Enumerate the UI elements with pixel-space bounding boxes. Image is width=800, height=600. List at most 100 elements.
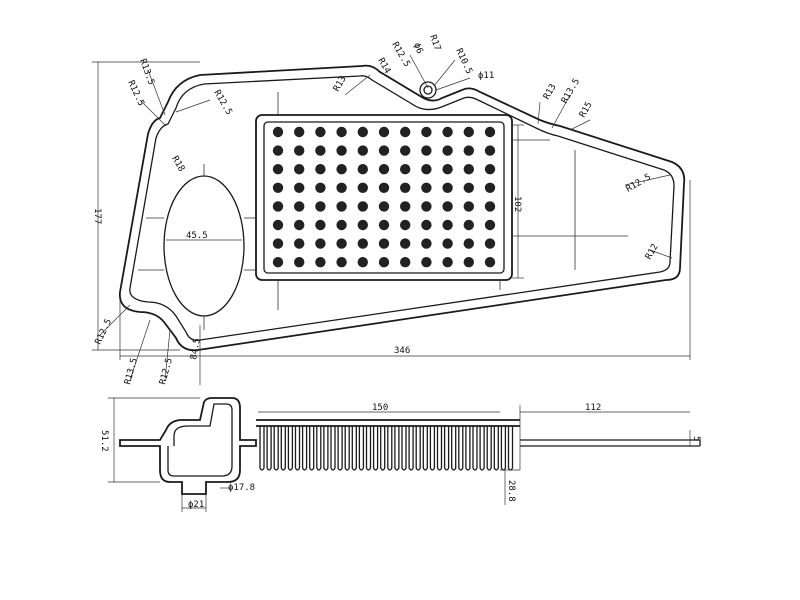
filter-hole <box>484 201 496 212</box>
filter-hole <box>378 201 390 212</box>
filter-hole <box>336 182 347 193</box>
filter-hole <box>272 219 284 231</box>
fin <box>301 426 308 471</box>
filter-hole <box>442 219 453 231</box>
radius-label: R12.5 <box>211 89 233 117</box>
fin <box>415 426 421 471</box>
fin <box>429 426 436 471</box>
filter-hole <box>378 219 390 231</box>
filter-hole <box>442 145 453 156</box>
fin <box>436 426 443 471</box>
dim-84-5: 84.5 <box>189 337 203 360</box>
radius-label: R12.5 <box>158 357 175 386</box>
filter-hole <box>336 145 347 156</box>
filter-hole <box>357 145 368 156</box>
dim-177: 177 <box>92 208 102 224</box>
dim-phi21: ϕ21 <box>188 500 204 510</box>
filter-hole <box>442 238 453 249</box>
fin <box>266 426 272 471</box>
fin <box>486 426 492 471</box>
fin <box>401 426 407 471</box>
filter-hole <box>378 126 390 138</box>
filter-hole <box>442 164 453 175</box>
filter-hole <box>294 182 305 193</box>
filter-hole <box>378 164 390 175</box>
filter-hole <box>294 257 305 268</box>
radius-label: R10.5 <box>453 47 474 76</box>
fin <box>472 426 478 471</box>
filter-hole <box>400 182 411 193</box>
filter-hole <box>421 182 432 193</box>
filter-hole <box>315 257 326 268</box>
filter-hole <box>272 126 284 138</box>
filter-hole <box>315 238 326 249</box>
filter-hole <box>442 257 453 268</box>
dim-28-8: 28.8 <box>506 480 516 502</box>
filter-hole <box>315 164 326 175</box>
fin <box>294 426 301 471</box>
filter-hole <box>272 201 284 212</box>
radius-label: R13.5 <box>560 77 582 105</box>
filter-hole <box>421 126 432 138</box>
fin <box>479 426 485 471</box>
filter-hole <box>463 126 474 138</box>
radius-label: R17 <box>427 34 442 53</box>
filter-hole <box>421 238 432 249</box>
fin <box>394 426 400 471</box>
radius-label: R18 <box>169 155 186 174</box>
filter-hole <box>484 257 496 268</box>
fin <box>422 426 428 471</box>
fin <box>309 426 315 471</box>
fin <box>443 426 450 471</box>
dim-102: 102 <box>512 196 522 212</box>
filter-hole <box>421 164 432 175</box>
filter-hole <box>421 219 432 231</box>
radius-label: R13.5 <box>123 357 140 386</box>
fin <box>451 426 457 471</box>
fin <box>493 426 499 471</box>
radius-label: R12.5 <box>94 317 115 346</box>
inner-outline <box>129 75 675 341</box>
filter-hole <box>357 219 368 231</box>
filter-hole <box>463 238 474 249</box>
filter-hole <box>272 164 284 175</box>
fin <box>380 426 386 471</box>
filter-hole <box>378 182 390 193</box>
filter-hole <box>315 182 326 193</box>
filter-hole <box>421 257 432 268</box>
filter-hole <box>336 201 347 212</box>
filter-hole <box>378 238 390 249</box>
filter-hole <box>294 201 305 212</box>
filter-hole <box>357 238 368 249</box>
filter-hole <box>378 145 390 156</box>
filter-hole <box>463 257 474 268</box>
dim-112: 112 <box>585 403 601 413</box>
filter-hole <box>294 219 305 231</box>
fin <box>387 426 393 471</box>
filter-hole <box>272 145 284 156</box>
fin <box>500 426 507 471</box>
fin <box>365 426 372 471</box>
radius-label: R13 <box>542 82 559 101</box>
filter-hole <box>421 201 432 212</box>
filter-hole <box>315 145 326 156</box>
filter-hole <box>421 145 432 156</box>
dim-346: 346 <box>394 346 410 356</box>
fin <box>408 426 414 471</box>
dim-phi11: ϕ11 <box>478 71 494 81</box>
oval-opening <box>163 175 245 317</box>
filter-hole <box>294 126 305 138</box>
filter-hole <box>463 182 474 193</box>
filter-hole <box>463 201 474 212</box>
radius-label: R12 <box>644 242 661 261</box>
side-profile <box>119 397 257 495</box>
filter-hole <box>315 126 326 138</box>
filter-hole <box>400 145 411 156</box>
filter-holes <box>272 126 496 268</box>
outer-outline <box>118 64 686 352</box>
fin <box>330 426 336 471</box>
radius-label: R12.5 <box>125 79 146 108</box>
filter-hole <box>272 182 284 193</box>
filter-hole <box>400 257 411 268</box>
